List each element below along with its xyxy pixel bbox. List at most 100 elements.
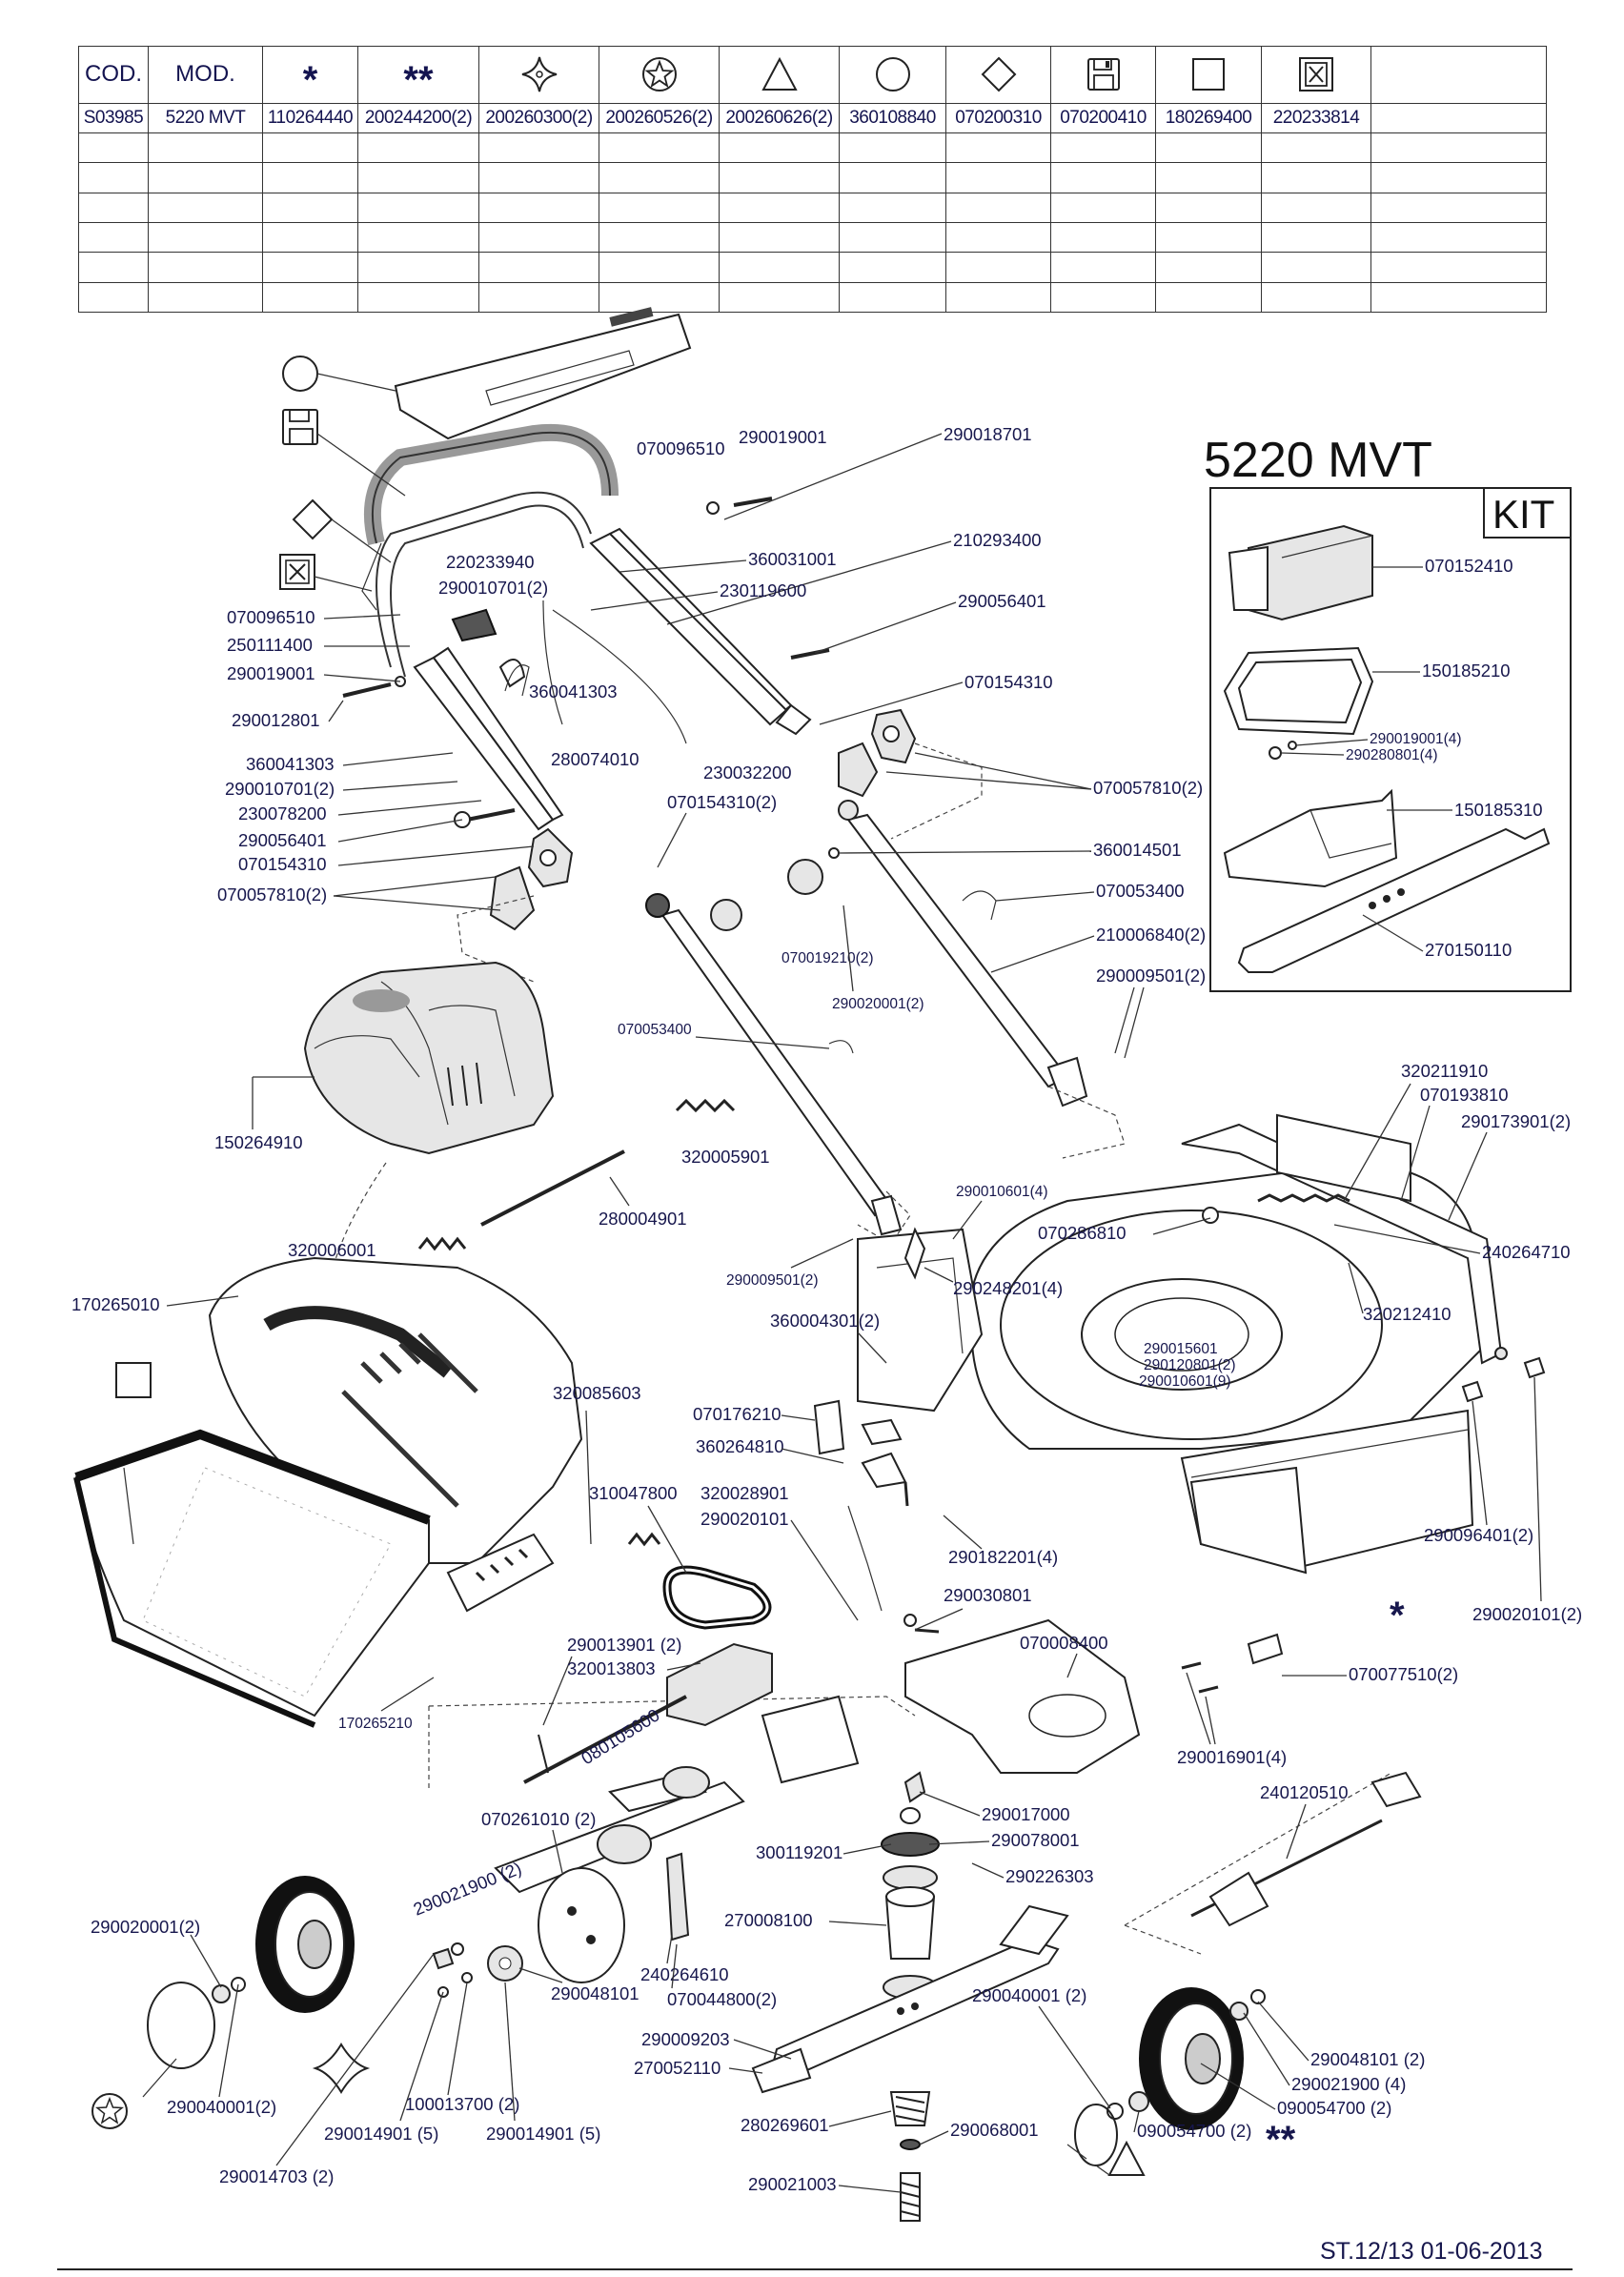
cell-circle-star: 200260526(2)	[599, 102, 720, 133]
callout: 070057810(2)	[1093, 778, 1203, 798]
callout: 070053400	[618, 1022, 692, 1038]
header-two-star: **	[357, 46, 479, 104]
callout: 280074010	[551, 749, 639, 769]
kit-part-270150110: 270150110	[1425, 940, 1512, 960]
crossed-box-icon	[1299, 57, 1333, 92]
callout: 290056401	[238, 830, 327, 850]
cell-two-star: 200244200(2)	[357, 102, 479, 133]
grass-bag-basket-drawing	[73, 1429, 431, 1728]
callout: 290040001(2)	[167, 2097, 276, 2117]
callout: 290040001 (2)	[972, 1985, 1086, 2005]
callout: 250111400	[227, 635, 313, 655]
asterisk-symbol: *	[302, 59, 318, 102]
callout: 290021900 (2)	[411, 1858, 524, 1920]
callout: 290010701(2)	[225, 779, 335, 799]
misc-parts-drawing	[861, 1356, 1546, 1927]
callout: 290020101(2)	[1472, 1604, 1582, 1624]
diamond-icon	[981, 56, 1016, 92]
callout: 290010601(9)	[1139, 1373, 1231, 1390]
callout: 290019001	[227, 663, 315, 683]
diamond-star-icon	[312, 2043, 371, 2094]
callout: 150264910	[214, 1132, 303, 1152]
callout: 290010701(2)	[438, 578, 548, 598]
callout: 080105600	[578, 1705, 663, 1769]
kit-part-290280801: 290280801(4)	[1346, 747, 1438, 763]
callout-labels: 070096510 290019001 290018701 220233940 …	[71, 424, 1582, 2194]
deflector-frame-drawing	[1223, 646, 1374, 736]
blank-row	[78, 281, 1547, 314]
callout: 070154310(2)	[667, 792, 777, 812]
rear-wheel-right-drawing	[1074, 1987, 1266, 2166]
header-floppy	[1050, 46, 1156, 104]
callout: 290015601	[1144, 1341, 1218, 1357]
kit-label-box	[1483, 487, 1572, 539]
callout: 070096510	[227, 607, 315, 627]
callout: 290014703 (2)	[219, 2166, 334, 2186]
drive-belt-drawing	[627, 1399, 940, 1634]
header-cod: COD.	[78, 46, 149, 104]
callout: 270008100	[724, 1910, 813, 1930]
kit-washer-drawing	[1288, 741, 1297, 750]
side-chute-drawing	[1223, 788, 1398, 888]
cell-mod: 5220 MVT	[148, 102, 263, 133]
diamond-icon	[292, 498, 334, 540]
callout: 170265210	[338, 1716, 413, 1732]
springs-rods-drawing	[417, 1098, 736, 1251]
kit-part-150185310: 150185310	[1454, 800, 1543, 820]
grass-bag-top-drawing	[208, 1256, 583, 1613]
callout: 290014901 (5)	[486, 2124, 600, 2144]
callout: 070286810	[1038, 1223, 1127, 1243]
callout: 100013700 (2)	[405, 2094, 519, 2114]
callout: 290173901(2)	[1461, 1111, 1571, 1131]
model-code-table: COD. MOD. * **	[78, 46, 1547, 314]
circle-icon	[282, 356, 318, 392]
callout: 320028901	[700, 1483, 789, 1503]
circle-star-icon	[641, 57, 677, 92]
table-value-row: S03985 5220 MVT 110264440 200244200(2) 2…	[78, 102, 1547, 133]
table-header-row: COD. MOD. * **	[78, 46, 1547, 104]
callout: 360004301(2)	[770, 1311, 880, 1331]
kit-frame	[1209, 487, 1572, 992]
lower-handle-right-drawing	[846, 813, 1069, 1088]
footer-revision: ST.12/13 01-06-2013	[1320, 2238, 1543, 2265]
callout: 290019001	[739, 427, 827, 447]
callout: 070261010 (2)	[481, 1809, 596, 1829]
callout: 220233940	[446, 552, 535, 572]
callout: 290009203	[641, 2029, 730, 2049]
kit-panel: 5220 MVT KIT 070152410 150185210 2900190…	[1204, 433, 1572, 992]
kit-label: KIT	[1492, 492, 1554, 537]
blank-row	[78, 221, 1547, 254]
callout: 070019210(2)	[782, 950, 874, 966]
circle-icon	[875, 57, 910, 92]
callout: 070044800(2)	[667, 1989, 777, 2009]
gearbox-drawing	[487, 1642, 860, 1983]
header-circle-star	[599, 46, 720, 104]
callout: 230032200	[703, 762, 792, 783]
triangle-icon	[1107, 2140, 1146, 2176]
kit-part-070152410: 070152410	[1425, 556, 1513, 576]
callout: 290013901 (2)	[567, 1635, 681, 1655]
callout: 290017000	[982, 1804, 1070, 1824]
callout: 290096401(2)	[1424, 1525, 1533, 1545]
control-panel-drawing	[394, 313, 692, 440]
callout: 290056401	[958, 591, 1046, 611]
callout: 070154310	[964, 672, 1053, 692]
callout: 280269601	[741, 2115, 829, 2135]
legend-symbols-left	[279, 356, 406, 592]
callout: 210006840(2)	[1096, 925, 1206, 945]
callout: 290009501(2)	[1096, 966, 1206, 986]
kit-blade-drawing	[1237, 827, 1551, 973]
callout: 290020101	[700, 1509, 789, 1529]
callout: 230119600	[720, 580, 806, 600]
cell-one-star: 110264440	[262, 102, 358, 133]
callout: 070077510(2)	[1349, 1664, 1458, 1684]
callout: 290020001(2)	[832, 996, 924, 1012]
callout: 070154310	[238, 854, 327, 874]
blank-row	[78, 192, 1547, 223]
callout: 320211910	[1401, 1061, 1488, 1081]
callout: 240264710	[1482, 1242, 1571, 1262]
callout: 070193810	[1420, 1085, 1509, 1105]
callout: 290009501(2)	[726, 1272, 819, 1289]
